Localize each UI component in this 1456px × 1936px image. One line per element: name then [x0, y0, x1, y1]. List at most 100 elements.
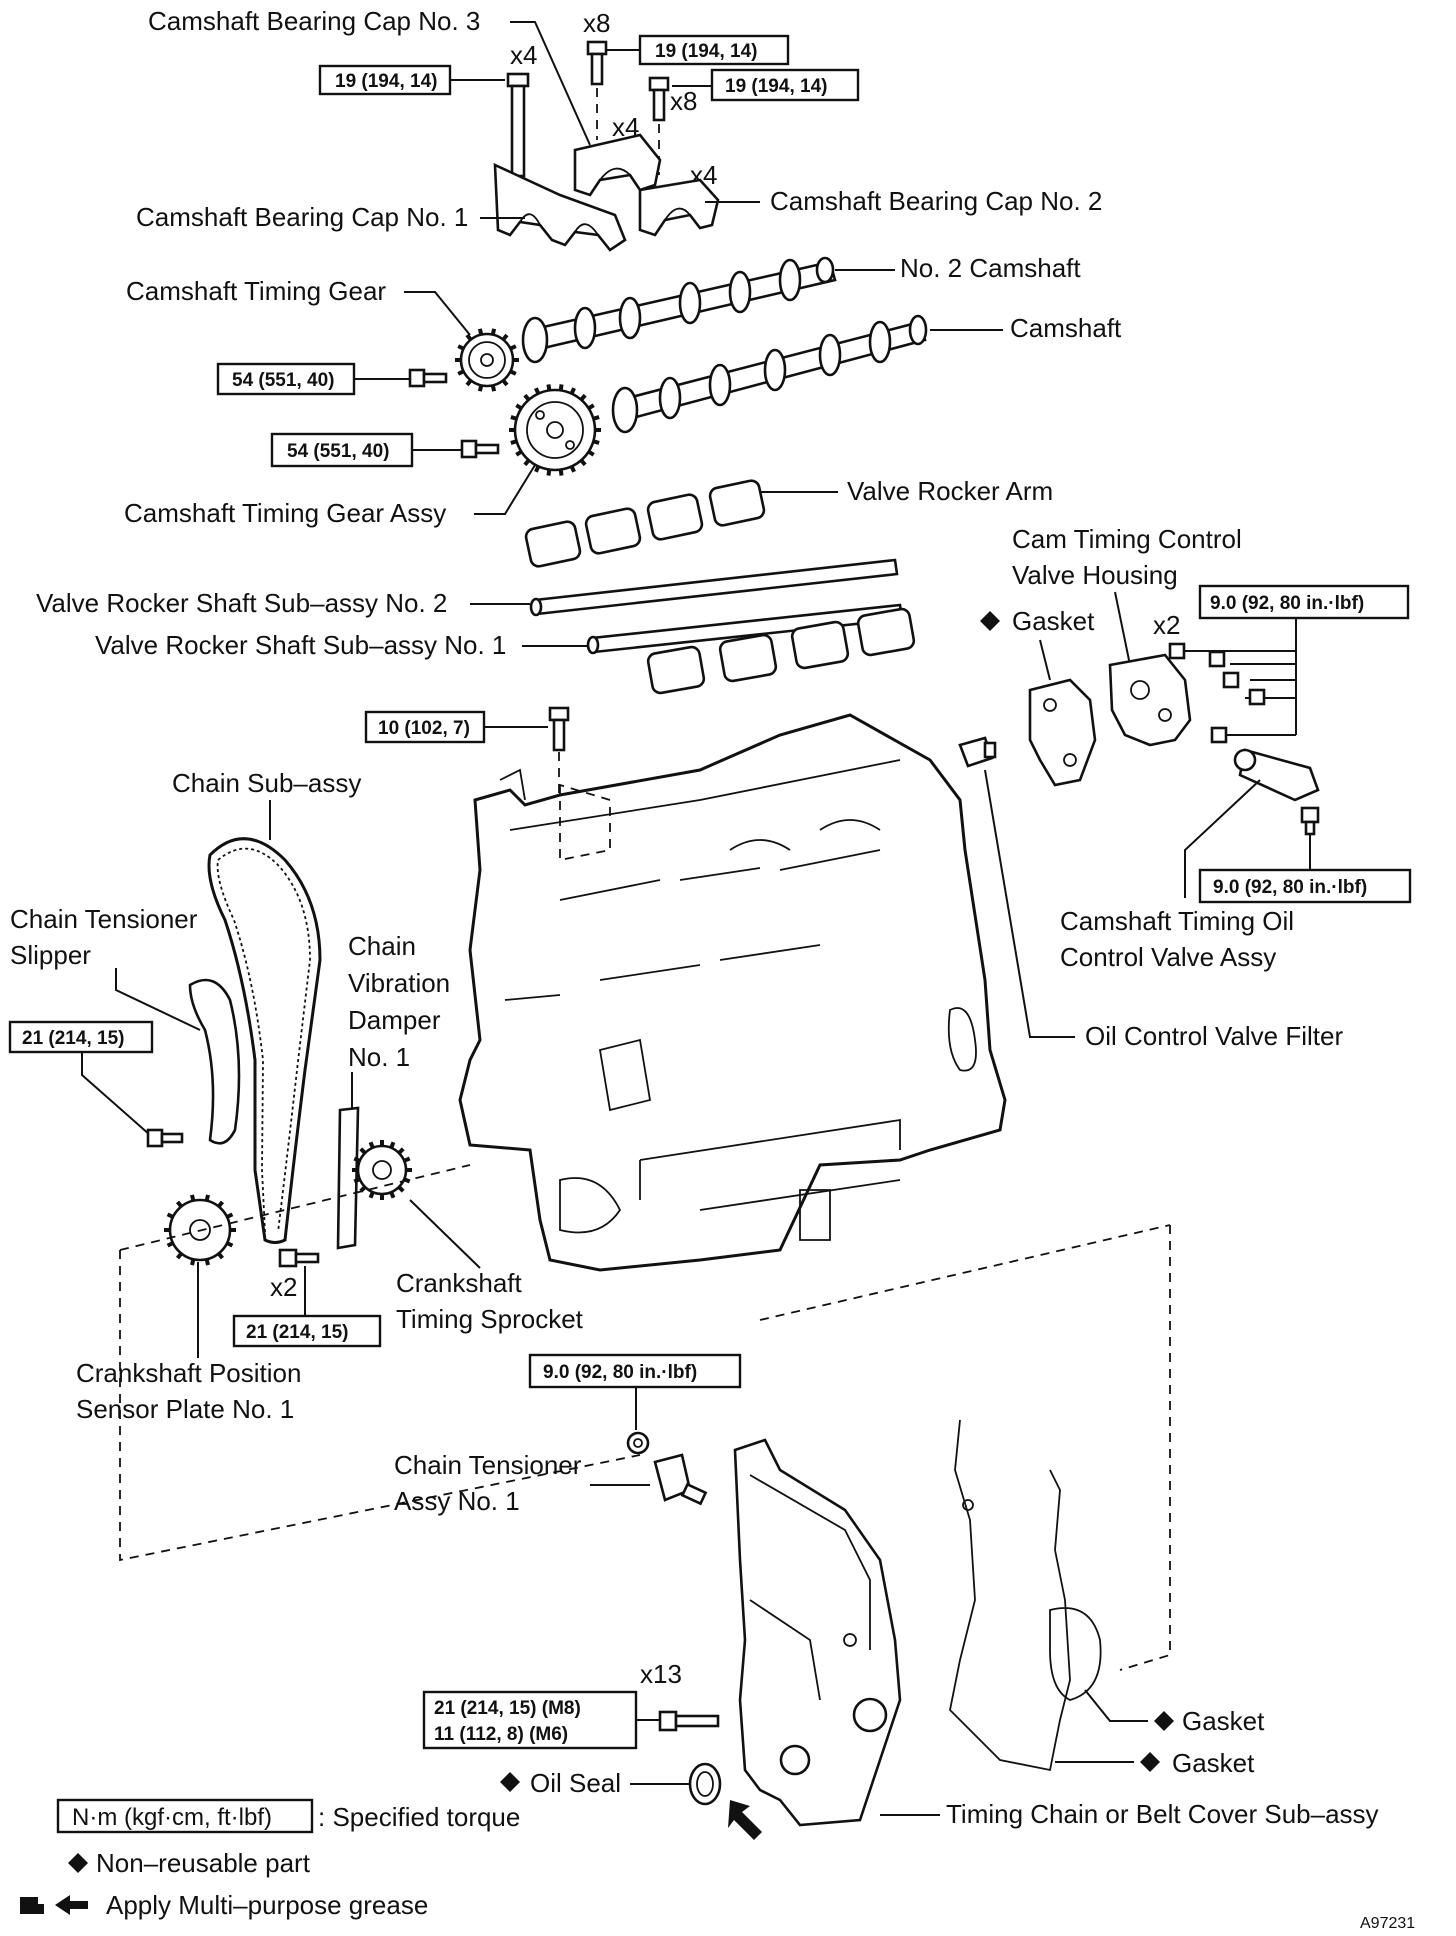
rocker-shaft-no2-part — [529, 558, 899, 617]
timing-cover-section: Gasket Gasket x13 21 (214, 15) (M8) 11 (… — [422, 1419, 1379, 1840]
bolt-icon — [1248, 688, 1266, 706]
figure-id: A97231 — [1360, 1915, 1415, 1932]
bearing-cap-section: Camshaft Bearing Cap No. 3 x8 x4 19 (194… — [136, 6, 1102, 252]
oil-seal-part — [688, 1762, 722, 1806]
gear-tooth — [579, 458, 587, 467]
gear-tooth — [465, 333, 473, 341]
label-chain: Chain Sub–assy — [172, 768, 361, 798]
sensor-plate-tooth — [226, 1241, 234, 1248]
control-valve-housing-part — [1108, 653, 1192, 747]
label-tensioner-assy-2: Assy No. 1 — [394, 1486, 520, 1516]
label-camshaft: Camshaft — [1010, 313, 1122, 343]
gear-tooth — [477, 328, 484, 336]
nonreusable-diamond-icon — [68, 1853, 88, 1873]
cam-timing-control-section: Cam Timing Control Valve Housing Gasket … — [958, 524, 1412, 1051]
label-damper-4: No. 1 — [348, 1042, 410, 1072]
torque-box-tensioner — [528, 1353, 742, 1389]
gear-tooth — [510, 439, 518, 445]
sensor-plate-tooth — [204, 1258, 210, 1266]
label-tensioner-slipper-2: Slipper — [10, 940, 91, 970]
torque-tensioner: 9.0 (92, 80 in.·lbf) — [543, 1362, 697, 1383]
bearing-cap-no1 — [493, 162, 627, 252]
torque-cap1: 19 (194, 14) — [335, 71, 437, 92]
nonreusable-diamond-icon — [500, 1772, 520, 1792]
gear-tooth-ring — [509, 384, 601, 476]
sensor-plate-tooth — [166, 1212, 174, 1219]
bolt-icon — [460, 439, 500, 459]
label-tensioner-assy-1: Chain Tensioner — [394, 1450, 582, 1480]
sensor-plate-tooth — [226, 1212, 234, 1219]
oil-control-valve-part — [1233, 748, 1320, 802]
chain-tensioner-slipper-part — [188, 978, 241, 1145]
nonreusable-diamond-icon — [980, 611, 1000, 631]
label-no2-camshaft: No. 2 Camshaft — [900, 253, 1081, 283]
qty-x13: x13 — [640, 1659, 682, 1689]
gear-tooth — [465, 379, 473, 387]
sensor-plate-tooth — [190, 1194, 196, 1202]
gear-tooth — [534, 387, 541, 395]
torque-damper: 21 (214, 15) — [246, 1322, 348, 1343]
torque-gear2: 54 (551, 40) — [287, 441, 389, 462]
label-cap2: Camshaft Bearing Cap No. 2 — [770, 186, 1102, 216]
gear-tooth — [501, 379, 509, 387]
label-cam-timing-ctrl-1: Cam Timing Control — [1012, 524, 1242, 554]
camshaft-part — [611, 314, 928, 434]
torque-box-gear2 — [270, 432, 414, 468]
block-bolt-section: 10 (102, 7) — [364, 706, 570, 800]
qty-x2-a: x2 — [1153, 610, 1180, 640]
torque-cap2: 19 (194, 14) — [725, 76, 827, 97]
chain-tensioner-assy-part — [653, 1453, 708, 1506]
gear-tooth — [457, 369, 465, 376]
grease-arrow-icon — [728, 1800, 762, 1840]
bolt-icon — [1168, 642, 1186, 660]
label-damper-3: Damper — [348, 1005, 441, 1035]
label-timing-gear: Camshaft Timing Gear — [126, 276, 386, 306]
label-damper-2: Vibration — [348, 968, 450, 998]
sprocket-tooth — [397, 1185, 405, 1193]
label-ocv-assy-2: Control Valve Assy — [1060, 942, 1276, 972]
label-oil-seal: Oil Seal — [530, 1768, 621, 1798]
bolt-icon — [1210, 726, 1228, 744]
label-rocker-shaft1: Valve Rocker Shaft Sub–assy No. 1 — [95, 630, 506, 660]
label-ocv-assy-1: Camshaft Timing Oil — [1060, 906, 1294, 936]
chain-sub-assy-part — [207, 837, 322, 1244]
label-tensioner-slipper-1: Chain Tensioner — [10, 904, 198, 934]
gear-tooth — [534, 465, 541, 473]
label-cap1: Camshaft Bearing Cap No. 1 — [136, 202, 468, 232]
gear-tooth — [490, 328, 497, 336]
rocker-section: Valve Rocker Arm Valve Rocker Shaft Sub–… — [36, 476, 1053, 695]
rocker-shaft-no1-part — [586, 603, 904, 655]
chain-vibration-damper-part — [336, 1106, 360, 1250]
label-rocker-shaft2: Valve Rocker Shaft Sub–assy No. 2 — [36, 588, 447, 618]
gear-tooth-ring — [455, 328, 519, 392]
timing-cover-part — [733, 1438, 902, 1827]
qty-x8-a: x8 — [583, 8, 610, 38]
nonreusable-diamond-icon — [1154, 1711, 1174, 1731]
sprocket-tooth — [368, 1191, 375, 1199]
torque-box-gear1 — [216, 362, 356, 396]
legend-unit-desc: : Specified torque — [318, 1802, 520, 1832]
sprocket-tooth — [403, 1156, 411, 1163]
label-crank-sprocket-1: Crankshaft — [396, 1268, 522, 1298]
legend-grease: Apply Multi–purpose grease — [106, 1890, 428, 1920]
sensor-plate-tooth — [217, 1252, 225, 1260]
bolt-icon — [278, 1248, 320, 1268]
qty-x4-a: x4 — [510, 40, 537, 70]
gear-tooth — [515, 403, 523, 411]
label-crank-sensor-1: Crankshaft Position — [76, 1358, 301, 1388]
sprocket-tooth — [368, 1141, 375, 1149]
torque-ctrl-housing: 9.0 (92, 80 in.·lbf) — [1210, 593, 1364, 614]
torque-ocv: 9.0 (92, 80 in.·lbf) — [1213, 877, 1367, 898]
gear-tooth — [587, 449, 595, 457]
gear-tooth — [490, 384, 497, 392]
gear-tooth — [569, 465, 576, 473]
label-rocker-arm: Valve Rocker Arm — [847, 476, 1053, 506]
torque-gear1: 54 (551, 40) — [232, 370, 334, 391]
legend-nonreusable: Non–reusable part — [96, 1848, 311, 1878]
label-gasket-b: Gasket — [1172, 1748, 1255, 1778]
torque-box-ocv — [1198, 868, 1412, 904]
legend-unit-text: N·m (kgf·cm, ft·lbf) — [72, 1804, 272, 1831]
sensor-plate-tooth — [166, 1241, 174, 1248]
label-cover: Timing Chain or Belt Cover Sub–assy — [946, 1799, 1379, 1829]
bolt-icon — [1300, 806, 1320, 836]
